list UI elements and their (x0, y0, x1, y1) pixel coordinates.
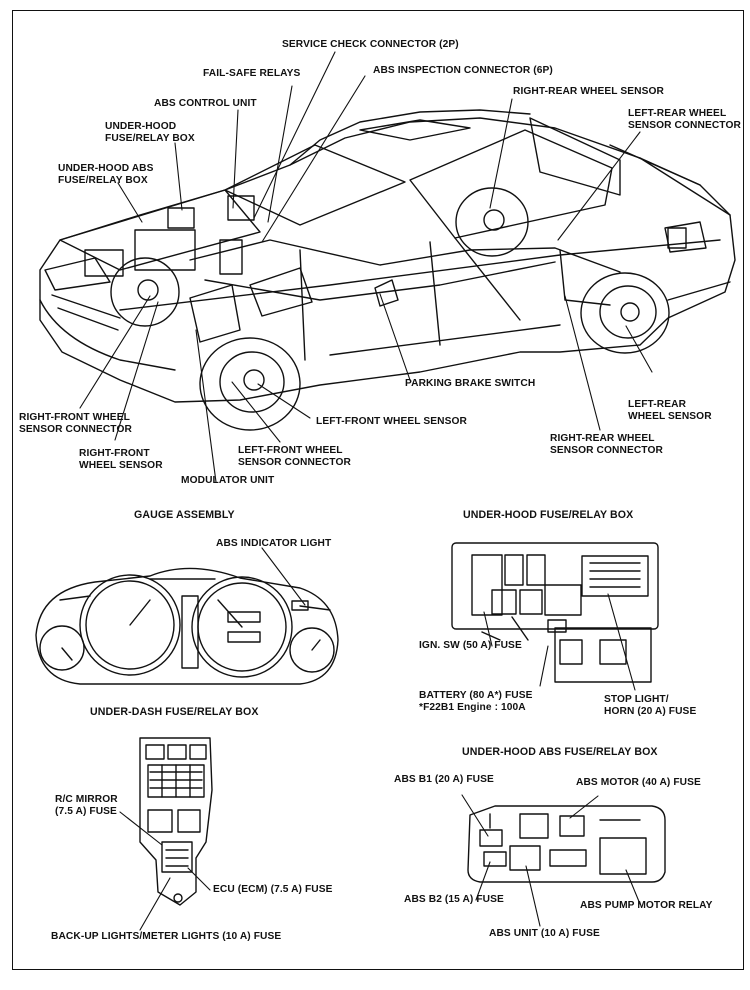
label-ign-sw-fuse: IGN. SW (50 A) FUSE (419, 640, 522, 651)
under-hood-box-title: UNDER-HOOD FUSE/RELAY BOX (463, 509, 634, 521)
front-wheel-tire (199, 337, 301, 431)
fuel-door (667, 227, 687, 249)
label-rc-mirror-fuse: R/C MIRROR (7.5 A) FUSE (55, 794, 118, 818)
right-rear-wheel (455, 187, 529, 257)
label-abs-motor-fuse: ABS MOTOR (40 A) FUSE (576, 777, 701, 788)
fail-safe-relay-block (219, 239, 243, 275)
label-abs-unit-fuse: ABS UNIT (10 A) FUSE (489, 928, 600, 939)
label-stop-light-horn-fuse: STOP LIGHT/ HORN (20 A) FUSE (604, 694, 697, 718)
tachometer (191, 576, 293, 678)
label-fail-safe-relays: FAIL-SAFE RELAYS (203, 68, 301, 79)
speedometer (79, 574, 181, 676)
grille (51, 294, 121, 331)
rear-wheel-tire (580, 272, 670, 354)
label-right-front-wheel-sensor: RIGHT-FRONT WHEEL SENSOR (79, 448, 163, 472)
rear-deck (609, 144, 731, 216)
label-backup-lights-fuse: BACK-UP LIGHTS/METER LIGHTS (10 A) FUSE (51, 931, 282, 942)
brake-wiring-harness (189, 239, 621, 301)
odometer (227, 611, 261, 623)
fuse-box-lower-section (554, 627, 652, 683)
abs-indicator-lamp (291, 600, 309, 611)
abs-control-unit-on-car (227, 195, 255, 221)
headlight (44, 257, 111, 291)
rear-wheel-hub (620, 302, 640, 322)
modulator-block (189, 284, 241, 343)
gauge-cluster-housing (35, 567, 339, 685)
abs-box-outline (467, 805, 666, 883)
car-illustration (39, 109, 736, 431)
car-roofline (289, 109, 531, 166)
master-cylinder (249, 267, 313, 317)
label-modulator-unit: MODULATOR UNIT (181, 475, 275, 486)
rear-harness (559, 249, 611, 306)
under-hood-fuse-box-drawing (451, 542, 659, 691)
parking-brake (374, 279, 399, 307)
side-window (409, 129, 613, 239)
label-abs-pump-motor-relay: ABS PUMP MOTOR RELAY (580, 900, 713, 911)
windshield (224, 144, 406, 226)
main-leader-lines (79, 51, 653, 483)
bumper-front (39, 299, 176, 371)
label-ecu-fuse: ECU (ECM) (7.5 A) FUSE (213, 884, 333, 895)
right-front-wheel (110, 257, 180, 327)
gauge-assembly-title: GAUGE ASSEMBLY (134, 509, 235, 521)
front-wheel-rim (219, 351, 285, 413)
fuel-gauge (39, 625, 85, 671)
right-rear-hub (483, 209, 505, 231)
label-left-rear-wheel-sensor-connector: LEFT-REAR WHEEL SENSOR CONNECTOR (628, 108, 741, 132)
temp-gauge (289, 627, 335, 673)
abs-fuse-box-drawing (461, 794, 666, 927)
rear-window (529, 117, 621, 196)
label-under-hood-fuse-relay-box: UNDER-HOOD FUSE/RELAY BOX (105, 121, 195, 145)
car-body-outline (39, 117, 736, 403)
rocker-line (329, 324, 561, 356)
abs-box-title: UNDER-HOOD ABS FUSE/RELAY BOX (462, 746, 658, 758)
trip-meter (227, 631, 261, 643)
label-abs-inspection-connector: ABS INSPECTION CONNECTOR (6P) (373, 65, 553, 76)
front-wheel-hub (243, 369, 265, 391)
label-right-rear-wheel-sensor-connector: RIGHT-REAR WHEEL SENSOR CONNECTOR (550, 433, 663, 457)
label-right-rear-wheel-sensor: RIGHT-REAR WHEEL SENSOR (513, 86, 664, 97)
label-left-front-wheel-sensor: LEFT-FRONT WHEEL SENSOR (316, 416, 467, 427)
label-under-hood-abs-fuse-relay-box: UNDER-HOOD ABS FUSE/RELAY BOX (58, 163, 154, 187)
under-dash-box-title: UNDER-DASH FUSE/RELAY BOX (90, 706, 259, 718)
label-left-front-wheel-sensor-connector: LEFT-FRONT WHEEL SENSOR CONNECTOR (238, 445, 351, 469)
under-dash-fuse-box-drawing (119, 737, 213, 931)
right-front-hub (137, 279, 159, 301)
page-border (12, 10, 744, 970)
gauge-cluster-drawing (35, 547, 339, 685)
label-abs-control-unit: ABS CONTROL UNIT (154, 98, 257, 109)
rear-wheel-rim (599, 285, 657, 339)
label-abs-indicator-light: ABS INDICATOR LIGHT (216, 538, 332, 549)
sunroof (359, 119, 471, 141)
abs-fuse-box-on-car (167, 207, 195, 229)
label-parking-brake-switch: PARKING BRAKE SWITCH (405, 378, 536, 389)
label-right-front-wheel-sensor-connector: RIGHT-FRONT WHEEL SENSOR CONNECTOR (19, 412, 132, 436)
label-abs-b2-fuse: ABS B2 (15 A) FUSE (404, 894, 504, 905)
label-service-check-connector: SERVICE CHECK CONNECTOR (2P) (282, 39, 459, 50)
body-side-line (119, 239, 721, 311)
label-battery-fuse: BATTERY (80 A*) FUSE *F22B1 Engine : 100… (419, 690, 533, 714)
engine-battery (84, 249, 124, 277)
indicator-strip (181, 595, 199, 669)
label-left-rear-wheel-sensor: LEFT-REAR WHEEL SENSOR (628, 399, 712, 423)
engine-block (134, 229, 196, 271)
under-dash-box-outline (139, 737, 213, 906)
hood (59, 189, 261, 271)
rear-bumper (667, 281, 731, 301)
label-abs-b1-fuse: ABS B1 (20 A) FUSE (394, 774, 494, 785)
